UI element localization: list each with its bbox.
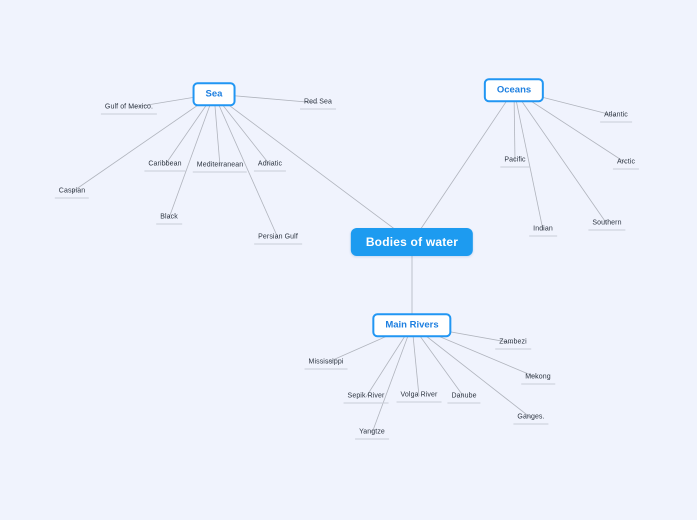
leaf-node-sepik-river[interactable]: Sepik River — [343, 391, 389, 404]
root-node-bodies-of-water[interactable]: Bodies of water — [350, 228, 474, 256]
leaf-node-gulf-of-mexico[interactable]: Gulf of Mexico. — [100, 102, 158, 115]
leaf-node-southern[interactable]: Southern — [588, 218, 626, 231]
leaf-node-indian[interactable]: Indian — [529, 224, 557, 237]
leaf-node-persian-gulf[interactable]: Persian Gulf — [254, 232, 302, 245]
leaf-node-mississippi[interactable]: Mississippi — [304, 357, 348, 370]
leaf-node-atlantic[interactable]: Atlantic — [600, 110, 632, 123]
branch-node-sea[interactable]: Sea — [192, 82, 236, 106]
branch-node-main-rivers[interactable]: Main Rivers — [372, 313, 452, 337]
branch-node-oceans[interactable]: Oceans — [483, 78, 545, 102]
leaf-node-caribbean[interactable]: Caribbean — [144, 159, 186, 172]
connector-line — [411, 89, 515, 243]
leaf-node-danube[interactable]: Danube — [447, 391, 481, 404]
connector-line — [371, 324, 413, 434]
leaf-node-pacific[interactable]: Pacific — [500, 155, 530, 168]
leaf-node-ganges[interactable]: Ganges. — [513, 412, 549, 425]
leaf-node-caspian[interactable]: Caspian — [54, 186, 90, 199]
leaf-node-adriatic[interactable]: Adriatic — [253, 159, 287, 172]
leaf-node-mediterranean[interactable]: Mediterranean — [192, 160, 248, 173]
leaf-node-volga-river[interactable]: Volga River — [396, 390, 442, 403]
leaf-node-red-sea[interactable]: Red Sea — [300, 97, 336, 110]
leaf-node-zambezi[interactable]: Zambezi — [495, 337, 531, 350]
leaf-node-yangtze[interactable]: Yangtze — [355, 427, 389, 440]
leaf-node-mekong[interactable]: Mekong — [521, 372, 555, 385]
leaf-node-arctic[interactable]: Arctic — [612, 157, 640, 170]
connector-line — [168, 93, 215, 219]
leaf-node-black[interactable]: Black — [156, 212, 182, 225]
